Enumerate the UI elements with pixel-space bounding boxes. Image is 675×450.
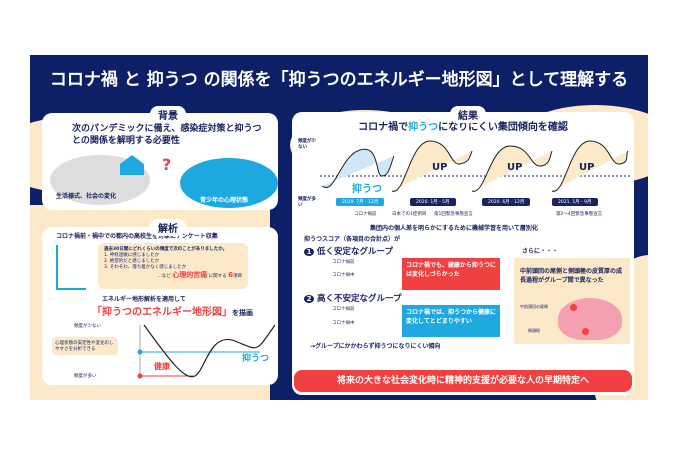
up-label: UP [507,162,523,173]
results-heading: になりにくい集団傾向を確認 [438,122,568,133]
background-right-caption: 青少年の心理状態 [200,197,249,204]
up-label: UP [579,162,595,173]
survey-count: 6 [228,271,233,279]
results-heading-highlight: 抑うつ [408,122,439,133]
landscape-timeline [320,140,630,192]
event-label: 日本での1症例目 [392,212,427,217]
summary-text: →グループにかかわらず抑うつになりにくい傾向 [310,343,441,350]
event-label: コロナ禍前 [354,212,377,217]
survey-question: 過去30日間にどれくらいの頻度で次のことがありましたか。 [104,247,228,252]
event-label: 第1回緊急事態宣言 [434,212,473,217]
background-label: 背景 [150,106,186,123]
analysis-heading: コロナ禍前・禍中での都内の高校生を対象にアンケート収集 [56,233,218,240]
results-axis-top: 頻度が少ない [298,139,316,150]
axis-bottom-label: 頻度が多い [74,374,97,379]
page-title: コロナ禍 と 抑うつ の関係を「抑うつのエネルギー地形図」として理解する [49,70,629,90]
energy-landscape [137,324,276,379]
background-panel: 次のパンデミックに備え、感染症対策と抑うつとの関係を解明する必要性 生活様式、社… [42,113,278,210]
further-label: さらに・・・ [522,248,559,255]
group2-before: コロナ禍前 [332,307,355,312]
healthy-label: 健康 [154,362,170,371]
group2-number: 2 [304,295,314,303]
period-pill: 2020. 1月 - 5月 [410,198,456,206]
analysis-label: 解析 [150,219,186,236]
survey-highlight: 心理的苦痛 [172,271,208,279]
background-left-caption: 生活様式、社会の変化 [56,193,117,200]
analysis-panel: コロナ禍前・禍中での都内の高校生を対象にアンケート収集 過去30日間にどれくらい… [42,227,278,385]
group1-number: 1 [304,248,314,256]
group1-during: コロナ禍中 [332,273,355,278]
group2-during: コロナ禍中 [332,321,355,326]
results-label: 結果 [450,106,486,123]
analysis-note: 心理状態の安定性や変化のしやすさを分析できる [52,337,118,355]
survey-unit: 項目 [233,274,242,279]
survey-item: 3. そわそわ、落ち着かなく感じましたか [104,265,187,270]
event-label: 第2～4回緊急事態宣言 [556,212,603,217]
survey-item: 2. 絶望的だと感じましたか [104,259,160,264]
question-mark: ? [162,155,172,174]
group1-title: 低く安定なグループ [316,247,393,257]
youth-illustration [180,158,278,208]
period-pill: 2019. 7月 - 12月 [336,198,385,206]
brain-label: 中前頭回の尾側 [520,304,548,309]
period-pill: 2020. 6月 - 12月 [482,198,531,206]
brain-marker [582,328,589,335]
brain-marker [570,304,577,311]
depression-label: 抑うつ [242,354,270,364]
student-illustration [56,245,86,290]
results-panel: コロナ禍で抑うつになりにくい集団傾向を確認 頻度が少ない 頻度が多い 抑うつ U… [292,112,634,395]
results-depression-label: 抑うつ [352,184,382,195]
survey-item: 1. 神経過敏に感じましたか [104,253,160,258]
apply-text: エネルギー地形解析を適用して [102,296,186,303]
period-pill: 2021. 1月 - 9月 [552,198,598,206]
stratify-text: 集団内の個人差を明らかにするために機械学習を用いて層別化 [370,225,538,232]
axis-top-label: 頻度が少ない [74,324,101,329]
results-heading: コロナ禍で [358,122,409,133]
survey-suffix: …など [157,274,171,279]
survey-suffix: に関する [208,274,227,279]
brain-label: 側頭極 [528,328,540,333]
infographic: コロナ禍 と 抑うつ の関係を「抑うつのエネルギー地形図」として理解する 次のパ… [30,55,648,400]
house-icon [120,155,144,175]
results-axis-bottom: 頻度が多い [298,197,316,208]
background-heading: 次のパンデミックに備え、感染症対策と抑うつとの関係を解明する必要性 [72,124,262,146]
survey-box: 過去30日間にどれくらいの頻度で次のことがありましたか。 1. 神経過敏に感じま… [98,243,248,289]
up-label: UP [432,162,448,173]
further-text: 中前頭回の尾側と側頭極の皮質厚の成長過程がグループ間で異なった [520,268,623,284]
group2-result-box: コロナ禍では、抑うつから健康に変化してとどまりやすい [402,305,500,337]
score-label: 抑うつスコア（各項目の合計点）が [304,236,401,243]
group1-result-box: コロナ禍でも、健康から抑うつには変化しづらかった [402,258,500,290]
map-title: 「抑うつのエネルギー地形図」 [92,307,232,318]
conclusion-banner: 将来の大きな社会変化時に精神的支援が必要な人の早期特定へ [294,370,632,392]
group2-title: 高く不安定なグループ [316,294,402,304]
group1-before: コロナ禍前 [332,260,355,265]
brain-illustration [558,298,622,340]
map-suffix: を描画 [232,309,253,317]
brain-box: 中前頭回の尾側と側頭極の皮質厚の成長過程がグループ間で異なった 中前頭回の尾側 … [514,258,630,344]
